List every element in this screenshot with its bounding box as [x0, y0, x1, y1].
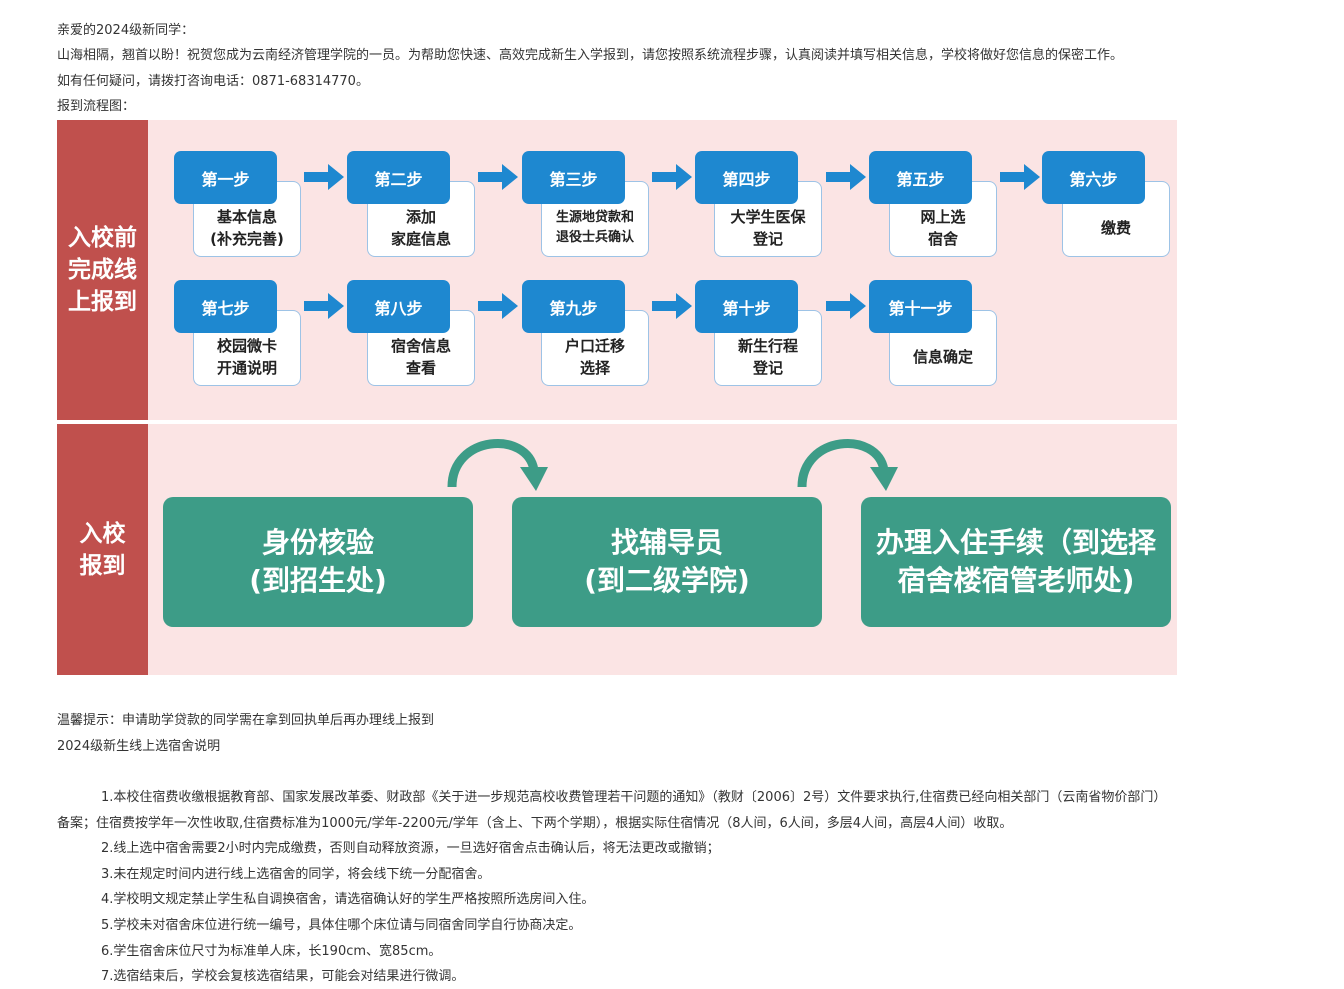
arrow-right-icon [478, 293, 518, 319]
identity-verification-box: 身份核验 (到招生处) [163, 497, 473, 627]
rule-4: 4.学校明文规定禁止学生私自调换宿舍，请选宿确认好的学生严格按照所选房间入住。 [101, 892, 595, 907]
arrow-right-icon [304, 293, 344, 319]
step-1-tag: 第一步 [174, 151, 277, 204]
arrow-right-icon [1000, 164, 1040, 190]
arrow-right-icon [826, 293, 866, 319]
step-7-tag: 第七步 [174, 280, 277, 333]
arrow-right-icon [826, 164, 866, 190]
curved-arrow-icon [447, 439, 548, 491]
arrow-right-icon [652, 164, 692, 190]
flow-label: 报到流程图： [57, 99, 136, 114]
rule-6: 6.学生宿舍床位尺寸为标准单人床，长190cm、宽85cm。 [101, 944, 442, 959]
check-in-procedure-box: 办理入住手续（到选择 宿舍楼宿管老师处) [861, 497, 1171, 627]
rule-2: 2.线上选中宿舍需要2小时内完成缴费，否则自动释放资源，一旦选好宿舍点击确认后，… [101, 841, 720, 856]
rule-1: 1.本校住宿费收缴根据教育部、国家发展改革委、财政部《关于进一步规范高校收费管理… [101, 790, 1167, 805]
step-3-tag: 第三步 [522, 151, 625, 204]
arrow-right-icon [478, 164, 518, 190]
step-11-tag: 第十一步 [869, 280, 972, 333]
rule-3: 3.未在规定时间内进行线上选宿舍的同学，将会线下统一分配宿舍。 [101, 867, 491, 882]
find-counselor-box: 找辅导员 (到二级学院) [512, 497, 822, 627]
step-10-tag: 第十步 [695, 280, 798, 333]
rule-5: 5.学校未对宿舍床位进行统一编号，具体住哪个床位请与同宿舍同学自行协商决定。 [101, 918, 582, 933]
dorm-selection-heading: 2024级新生线上选宿舍说明 [57, 739, 221, 754]
step-6-tag: 第六步 [1042, 151, 1145, 204]
greeting-text: 亲爱的2024级新同学： [57, 23, 195, 38]
arrow-right-icon [304, 164, 344, 190]
arrow-right-icon [652, 293, 692, 319]
online-registration-label: 入校前 完成线 上报到 [57, 120, 148, 420]
welcome-text: 山海相隔，翘首以盼！祝贺您成为云南经济管理学院的一员。为帮助您快速、高效完成新生… [57, 48, 1124, 63]
step-2-tag: 第二步 [347, 151, 450, 204]
step-9-tag: 第九步 [522, 280, 625, 333]
loan-tip-text: 温馨提示：申请助学贷款的同学需在拿到回执单后再办理线上报到 [57, 713, 435, 728]
rule-1-continued: 备案；住宿费按学年一次性收取,住宿费标准为1000元/学年-2200元/学年（含… [57, 816, 1013, 831]
step-4-tag: 第四步 [695, 151, 798, 204]
offline-registration-label: 入校 报到 [57, 424, 148, 675]
curved-arrow-icon [797, 439, 898, 491]
step-8-tag: 第八步 [347, 280, 450, 333]
registration-flowchart: 入校前 完成线 上报到 入校 报到 基本信息 (补充完善) 第一步 添加 家庭信… [57, 120, 1177, 675]
rule-7: 7.选宿结束后，学校会复核选宿结果，可能会对结果进行微调。 [101, 969, 465, 984]
contact-text: 如有任何疑问，请拨打咨询电话：0871-68314770。 [57, 74, 369, 89]
step-5-tag: 第五步 [869, 151, 972, 204]
